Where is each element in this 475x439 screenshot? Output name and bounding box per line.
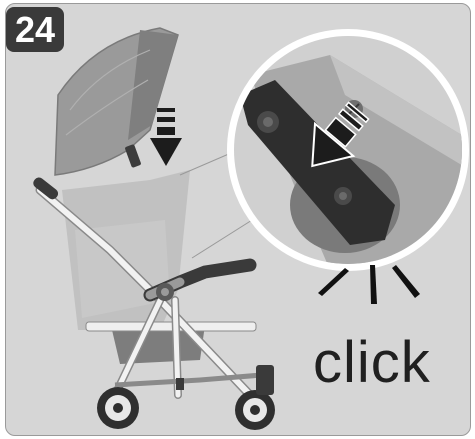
rear-wheel xyxy=(97,387,139,429)
footrest xyxy=(86,322,256,331)
push-down-arrow-icon xyxy=(150,108,182,166)
step-number-badge: 24 xyxy=(6,7,64,52)
canopy-adapter xyxy=(125,144,142,168)
click-burst-icon xyxy=(318,265,420,304)
zoom-detail-circle xyxy=(230,30,470,270)
click-label: click xyxy=(313,334,431,392)
